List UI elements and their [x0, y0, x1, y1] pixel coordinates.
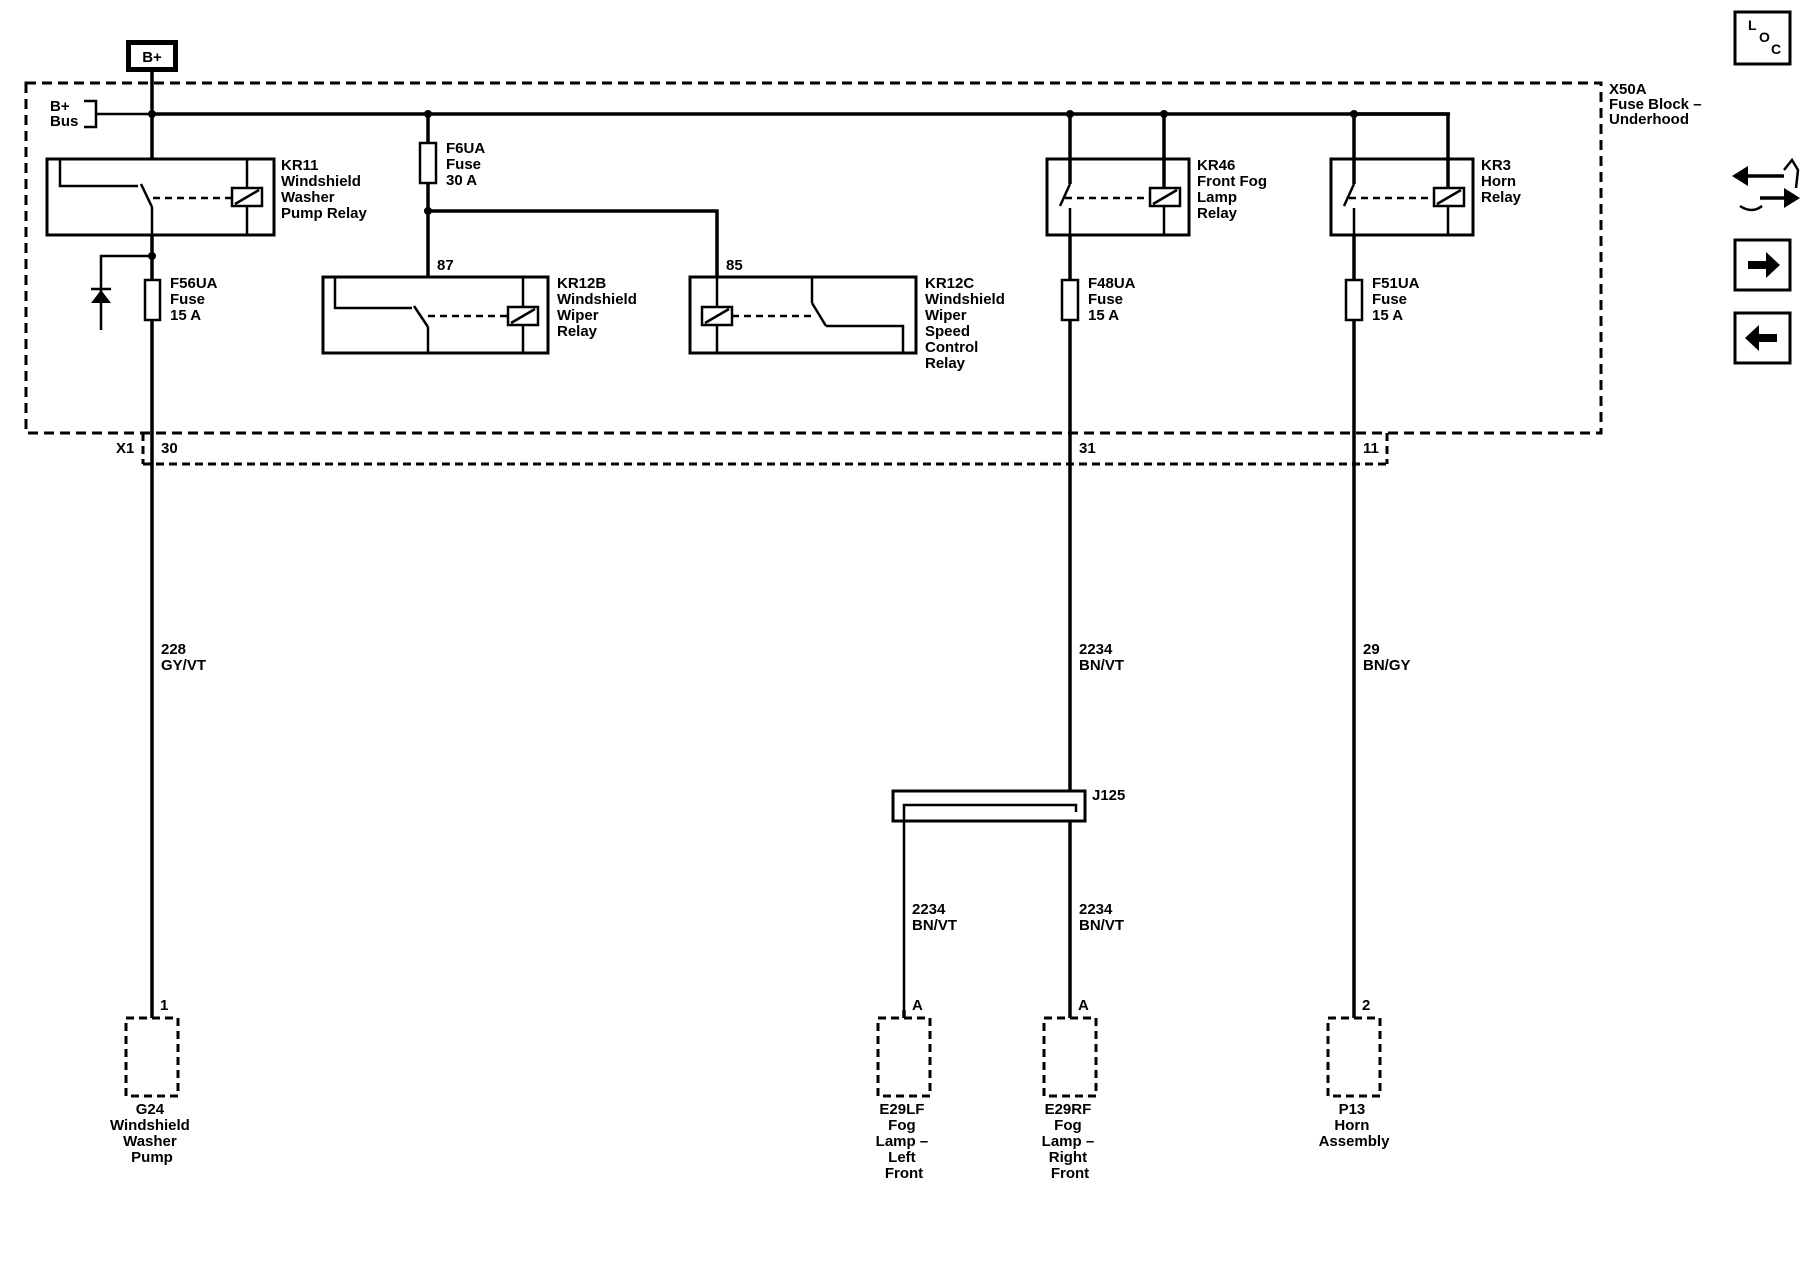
splice-j125: J125 2234 BN/VT 2234 BN/VT [891, 787, 1125, 1010]
fuse-block-name: X50A Fuse Block – Underhood [1609, 81, 1706, 128]
kr46-label: KR46 Front Fog Lamp Relay [1197, 157, 1271, 222]
washer-branch: F56UA Fuse 15 A 228 GY/VT [91, 235, 221, 1010]
relay-kr12c: KR12C Windshield Wiper Speed Control Rel… [688, 275, 1009, 372]
loc-button[interactable]: L O C [1733, 10, 1792, 66]
pin-30: 30 [161, 440, 178, 457]
fuse-block-x50a: X50A Fuse Block – Underhood [24, 81, 1706, 435]
wire-29: 29 BN/GY [1363, 641, 1411, 674]
relay-kr12b: KR12B Windshield Wiper Relay [321, 275, 641, 355]
connector-swap-icon[interactable] [1732, 157, 1800, 212]
p13-label: P13 Horn Assembly [1319, 1101, 1391, 1150]
e29lf-label: E29LF Fog Lamp – Left Front [876, 1101, 933, 1182]
f48ua-label: F48UA Fuse 15 A [1088, 275, 1139, 324]
wire-2234-left: 2234 BN/VT [912, 901, 957, 934]
e29lf-pin: A [912, 997, 923, 1014]
f51ua-label: F51UA Fuse 15 A [1372, 275, 1423, 324]
pin-31: 31 [1079, 440, 1096, 457]
relay-kr3: KR3 Horn Relay [1329, 112, 1522, 237]
loc-c: C [1771, 41, 1781, 57]
component-g24-washer-pump: 1 G24 Windshield Washer Pump [110, 997, 194, 1166]
bus-label: B+ Bus [50, 98, 78, 130]
connector-x1-label: X1 [116, 440, 134, 457]
previous-page-button[interactable] [1733, 311, 1792, 365]
terminal-85: 85 [726, 257, 743, 274]
kr11-label: KR11 Windshield Washer Pump Relay [281, 157, 368, 222]
fog-circuit: F48UA Fuse 15 A 2234 BN/VT [1060, 235, 1139, 1010]
pin-11: 11 [1363, 440, 1379, 457]
wire-2234-right: 2234 BN/VT [1079, 901, 1124, 934]
e29rf-label: E29RF Fog Lamp – Right Front [1042, 1101, 1099, 1182]
next-page-button[interactable] [1733, 238, 1792, 292]
j125-label: J125 [1092, 787, 1125, 804]
kr3-label: KR3 Horn Relay [1481, 157, 1522, 206]
g24-pin: 1 [160, 997, 168, 1014]
b-plus-label: B+ [142, 49, 162, 66]
p13-pin: 2 [1362, 997, 1370, 1014]
kr12b-label: KR12B Windshield Wiper Relay [557, 275, 641, 340]
kr12c-label: KR12C Windshield Wiper Speed Control Rel… [925, 275, 1009, 372]
horn-circuit: F51UA Fuse 15 A 29 BN/GY [1344, 235, 1423, 1010]
wire-2234: 2234 BN/VT [1079, 641, 1124, 674]
relay-kr46: KR46 Front Fog Lamp Relay [1045, 114, 1271, 237]
b-plus-bus: B+ Bus [50, 72, 1450, 130]
g24-label: G24 Windshield Washer Pump [110, 1101, 194, 1166]
relay-kr11: KR11 Windshield Washer Pump Relay [45, 114, 368, 237]
loc-o: O [1759, 29, 1770, 45]
wire-228: 228 GY/VT [161, 641, 206, 674]
component-e29rf-fog-lamp-right: A E29RF Fog Lamp – Right Front [1042, 997, 1099, 1182]
e29rf-pin: A [1078, 997, 1089, 1014]
loc-l: L [1748, 17, 1757, 33]
b-plus-source: B+ [126, 40, 178, 72]
f6ua-label: F6UA Fuse 30 A [446, 140, 489, 189]
terminal-87: 87 [437, 257, 454, 274]
connector-x1: X1 30 31 11 [116, 433, 1389, 466]
wiper-circuit: F6UA Fuse 30 A 87 85 [418, 114, 743, 277]
component-p13-horn-assembly: 2 P13 Horn Assembly [1319, 997, 1391, 1150]
component-e29lf-fog-lamp-left: A E29LF Fog Lamp – Left Front [876, 997, 933, 1182]
f56ua-label: F56UA Fuse 15 A [170, 275, 221, 324]
